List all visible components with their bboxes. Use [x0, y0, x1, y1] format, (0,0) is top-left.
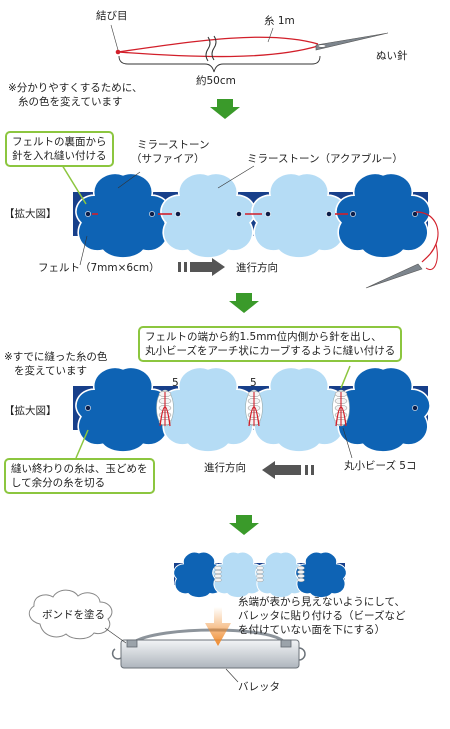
direction-arrow-left — [262, 461, 314, 479]
bond-label: ボンドを塗る — [42, 609, 105, 621]
sapphire-stone-label-1: ミラーストーン — [137, 139, 210, 151]
aqua-stone-label: ミラーストーン（アクアブルー） — [247, 153, 403, 165]
zoom-label-step3: 【拡大図】 — [4, 405, 57, 417]
thread-bottom-strand — [117, 45, 319, 58]
note-line-1: ※分かりやすくするために、 — [8, 82, 143, 94]
knot-leader-line — [110, 24, 119, 51]
callout-line-2: して余分の糸を切る — [11, 477, 106, 489]
length-bracket — [118, 55, 321, 73]
end-callout-pointer — [75, 429, 89, 459]
barrette-end — [298, 647, 306, 661]
finish-knot-callout: 縫い終わりの糸は、玉どめを して余分の糸を切る — [4, 458, 155, 494]
stitch-holes — [85, 211, 418, 217]
thread-color-note-2: を変えています — [14, 365, 87, 377]
felt-strip-step2 — [61, 164, 439, 289]
sewing-start-callout: フェルトの裏面から 針を入れ縫い付ける — [5, 131, 114, 167]
felt-size-label: フェルト（7mm×6cm） — [38, 262, 160, 274]
zoom-label-step2: 【拡大図】 — [4, 208, 57, 220]
attach-note-3: を付けていない面を下にする） — [238, 624, 386, 636]
barrette-leader-line — [225, 668, 239, 683]
direction-arrow-right — [178, 258, 225, 276]
callout-line-2: 針を入れ縫い付ける — [12, 150, 107, 162]
bead-sewing-callout: フェルトの端から約1.5mm位内側から針を出し、 丸小ビーズをアーチ状にカーブす… — [138, 326, 403, 362]
thread-color-note-1: ※すでに縫った糸の色 — [4, 351, 108, 363]
direction-label-step3: 進行方向 — [204, 462, 246, 474]
sapphire-stone-label-2: （サファイア） — [131, 153, 205, 165]
barrette-bar — [120, 639, 300, 669]
length-label: 約50cm — [196, 75, 236, 87]
felt-strip-step3 — [73, 365, 431, 479]
bead-leader-line — [342, 427, 353, 459]
stone1-leader-line — [117, 171, 141, 189]
cloud-pointer — [104, 627, 127, 644]
break-mark — [205, 35, 217, 62]
knot-dot — [115, 49, 121, 55]
attach-note-1: 糸端が表から見えないようにして、 — [238, 596, 405, 608]
sewing-needle-step2 — [365, 263, 423, 289]
threaded-needle-illustration — [110, 24, 389, 73]
felt-leader-line — [79, 235, 88, 266]
note-line-2: 糸の色を変えています — [18, 96, 123, 108]
thread-top-strand — [117, 36, 319, 53]
thread-label: 糸 1m — [264, 15, 295, 27]
callout-pointer-step3 — [340, 365, 351, 389]
bond-cloud — [28, 589, 127, 644]
thread-leader-line — [267, 27, 274, 43]
needle-label: ぬい針 — [376, 50, 408, 62]
step-arrow-3 — [229, 515, 259, 535]
stone2-leader-line — [217, 165, 255, 189]
barrette-clips — [126, 639, 292, 648]
callout-line-1: 縫い終わりの糸は、玉どめを — [11, 463, 148, 475]
barrette-hinge — [111, 648, 122, 660]
step-arrow-1 — [210, 99, 240, 119]
small-beads — [214, 566, 305, 583]
finished-strip — [173, 551, 347, 599]
attach-note-2: バレッタに貼り付ける（ビーズなど — [238, 610, 406, 622]
bead-count-a: 5 — [172, 377, 179, 389]
bead-arch-1 — [156, 389, 174, 427]
step-arrow-2 — [229, 293, 259, 313]
bead-count-b: 5 — [250, 377, 257, 389]
callout-line-2: 丸小ビーズをアーチ状にカーブするように縫い付ける — [145, 345, 396, 357]
barrette-illustration — [111, 607, 306, 683]
callout-pointer-step2 — [61, 164, 87, 205]
direction-label-step2: 進行方向 — [236, 262, 278, 274]
callout-line-1: フェルトの裏面から — [12, 136, 107, 148]
bead-arch-2 — [245, 389, 263, 427]
bond-arrow — [205, 607, 231, 646]
stone-aqua-2 — [251, 366, 347, 453]
stitch-holes — [85, 405, 418, 411]
callout-line-1: フェルトの端から約1.5mm位内側から針を出し、 — [145, 331, 382, 343]
barrette-label: バレッタ — [238, 681, 280, 693]
bead-count-label: 丸小ビーズ 5コ — [344, 460, 417, 472]
knot-label: 結び目 — [96, 10, 128, 22]
sewing-needle — [315, 32, 389, 51]
exit-thread-loop — [425, 243, 438, 270]
bead-arch-3 — [332, 389, 350, 427]
needle-eye — [317, 44, 327, 48]
